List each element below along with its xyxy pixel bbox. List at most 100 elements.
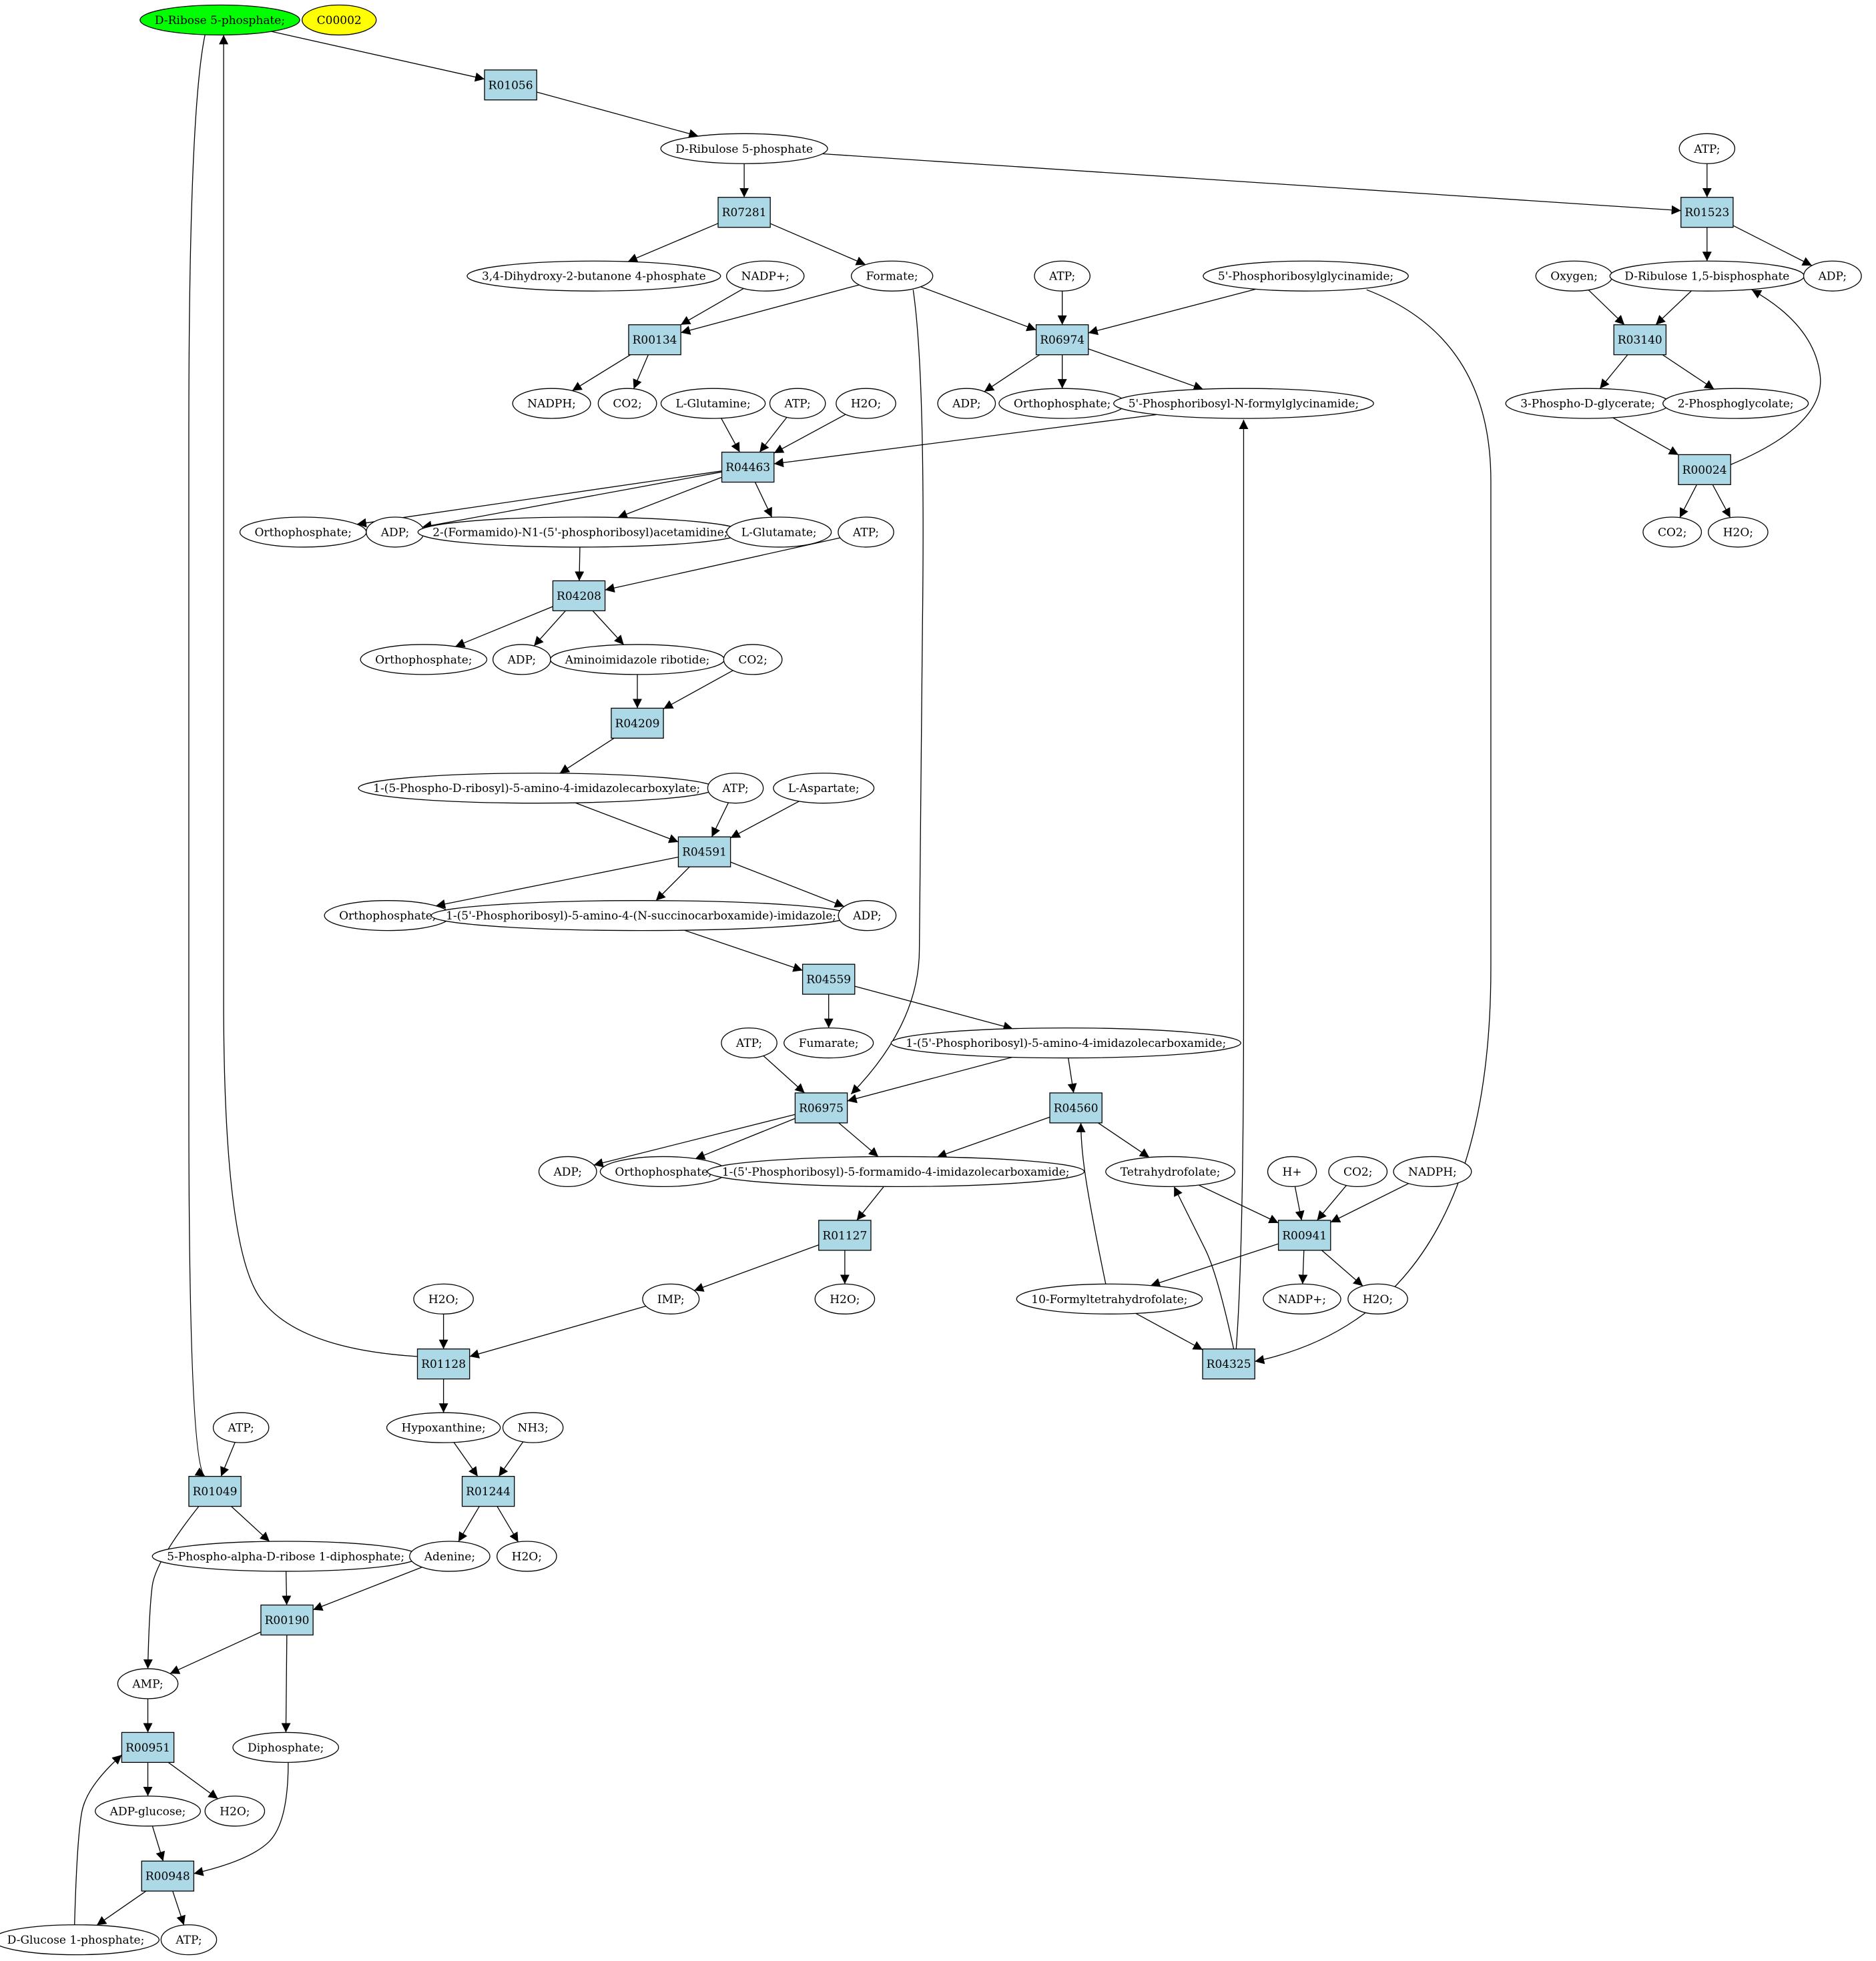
compound-ellipse (1105, 1156, 1236, 1188)
reaction-label: R03140 (1618, 334, 1662, 347)
compound-node: L-Glutamate; (726, 516, 832, 548)
edge-arrow (763, 1055, 806, 1094)
edge-arrow (754, 482, 773, 518)
compound-label: Orthophosphate; (339, 909, 436, 923)
compound-ellipse (95, 1796, 202, 1827)
compound-ellipse (1393, 1156, 1472, 1188)
edge-arrow (1173, 1186, 1235, 1349)
edge-arrow (769, 223, 866, 266)
edge-arrow (655, 866, 690, 901)
compound-label: 2-Phosphoglycolate; (1678, 398, 1794, 411)
edge-arrow (143, 1506, 200, 1669)
compound-node: Formate; (850, 260, 934, 292)
edge-arrow (575, 546, 585, 581)
compound-label: ATP; (1048, 270, 1075, 284)
compound-label: ADP; (380, 526, 409, 539)
reaction-box (1277, 1220, 1331, 1251)
compound-node: D-Glucose 1-phosphate; (0, 1924, 160, 1956)
edge-arrow (151, 1826, 166, 1862)
compound-label: ADP; (507, 653, 536, 667)
compound-ellipse (707, 1156, 1085, 1188)
edge-arrow (1588, 290, 1625, 326)
edge-arrow (1088, 348, 1203, 391)
compound-label: Diphosphate; (248, 1741, 324, 1755)
edges-layer (74, 31, 1821, 1926)
reaction-box (484, 69, 537, 101)
compound-node: H2O; (1708, 516, 1769, 548)
compound-node: Diphosphate; (232, 1731, 340, 1763)
compound-ellipse (212, 1412, 270, 1443)
compound-ellipse (1034, 260, 1090, 292)
reaction-label: R01523 (1684, 206, 1729, 220)
compound-label: Formate; (866, 270, 918, 284)
reaction-box (552, 580, 606, 612)
reaction-label: R04209 (615, 717, 660, 731)
reaction-box (1202, 1348, 1255, 1380)
edge-arrow (498, 1441, 524, 1477)
compound-node: ADP; (937, 388, 996, 419)
reaction-node: R06975 (794, 1092, 848, 1124)
edge-arrow (822, 153, 1681, 215)
edge-arrow (773, 414, 1157, 468)
compound-node: 1-(5'-Phosphoribosyl)-5-amino-4-(N-succi… (430, 900, 852, 931)
compound-node: ATP; (769, 388, 826, 419)
reaction-box (611, 707, 664, 739)
reaction-node: R04325 (1202, 1348, 1255, 1380)
reaction-box (717, 197, 771, 228)
reaction-node: R00190 (260, 1604, 314, 1636)
compound-node: IMP; (642, 1283, 700, 1314)
compound-label: L-Glutamine; (675, 398, 750, 411)
reaction-node: R01128 (416, 1348, 471, 1380)
edge-arrow (1088, 288, 1256, 336)
reaction-box (802, 963, 856, 995)
compound-node: Adenine; (409, 1541, 491, 1572)
edge-arrow (1235, 419, 1249, 1349)
compound-label: 3,4-Dihydroxy-2-butanone 4-phosphate (482, 270, 706, 284)
reaction-node: R00951 (121, 1731, 175, 1763)
compound-label: ATP; (735, 1037, 762, 1050)
compound-node: C00002 (302, 4, 377, 36)
compound-node: CO2; (723, 644, 783, 675)
reaction-node: R00134 (628, 324, 681, 356)
compound-ellipse (850, 260, 934, 292)
reaction-box (141, 1860, 195, 1892)
compound-label: ATP; (228, 1422, 254, 1435)
compound-label: 5-Phospho-alpha-D-ribose 1-diphosphate; (167, 1550, 404, 1563)
compound-label: 2-(Formamido)-N1-(5'-phosphoribosyl)acet… (432, 526, 727, 539)
compound-node: NADP+; (1263, 1283, 1341, 1314)
compound-node: H2O; (497, 1541, 557, 1572)
reaction-node: R04559 (802, 963, 856, 995)
compound-label: H2O; (220, 1805, 250, 1818)
compound-ellipse (497, 1541, 557, 1572)
compound-ellipse (232, 1731, 340, 1763)
edge-arrow (435, 856, 679, 909)
edge-arrow (1330, 1183, 1409, 1223)
edge-arrow (1255, 289, 1492, 1364)
compound-ellipse (302, 4, 377, 36)
edge-arrow (1076, 1122, 1107, 1284)
compound-node: Orthophosphate; (239, 516, 367, 548)
edge-arrow (605, 537, 841, 593)
compound-ellipse (1328, 1156, 1388, 1188)
edge-arrow (1599, 354, 1628, 389)
edge-arrow (220, 1442, 236, 1477)
edge-arrow (1294, 1186, 1305, 1221)
compound-label: H+ (1283, 1166, 1302, 1179)
reaction-box (1613, 324, 1667, 356)
compound-label: 1-(5'-Phosphoribosyl)-5-formamido-4-imid… (722, 1166, 1070, 1179)
compound-node: 5-Phospho-alpha-D-ribose 1-diphosphate; (151, 1541, 420, 1572)
compound-node: 1-(5'-Phosphoribosyl)-5-formamido-4-imid… (707, 1156, 1085, 1188)
compound-node: NADP+; (725, 260, 805, 292)
compound-label: ATP; (1693, 143, 1720, 156)
compound-node: 5'-Phosphoribosyl-N-formylglycinamide; (1113, 388, 1374, 419)
compound-node: ADP; (366, 516, 424, 548)
edge-arrow (453, 1442, 479, 1477)
compound-label: ADP; (852, 909, 881, 923)
compound-node: D-Ribulose 1,5-bisphosphate (1609, 260, 1805, 292)
compound-node: L-Aspartate; (773, 773, 875, 804)
reaction-label: R06974 (1040, 334, 1084, 347)
compound-node: ATP; (721, 1027, 777, 1059)
compound-ellipse (1708, 516, 1769, 548)
edge-arrow (194, 1762, 289, 1876)
reaction-box (794, 1092, 848, 1124)
